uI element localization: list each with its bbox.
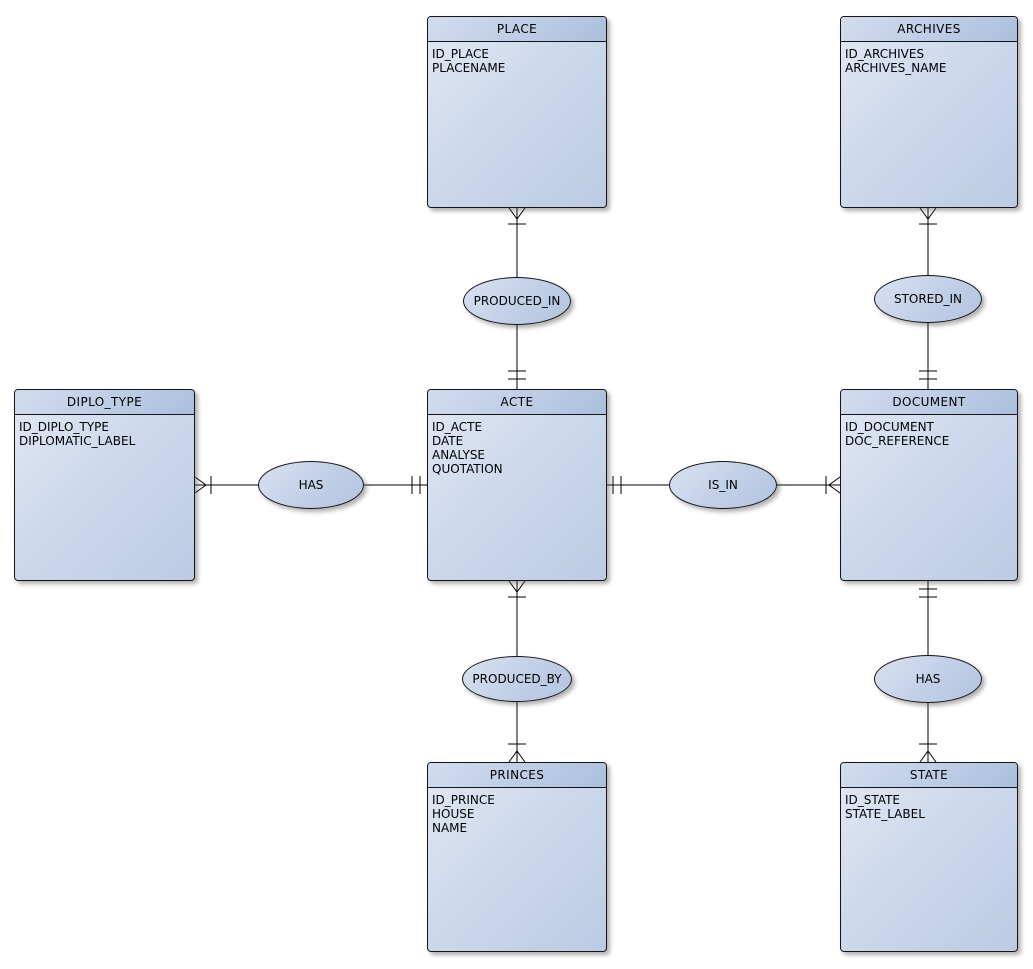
- entity-attributes: ID_ACTE DATE ANALYSE QUOTATION: [428, 415, 606, 476]
- attribute: NAME: [432, 821, 468, 835]
- entity-state[interactable]: STATE ID_STATE STATE_LABEL: [840, 762, 1018, 952]
- attribute: STATE_LABEL: [845, 807, 925, 821]
- relationship-label: HAS: [298, 478, 324, 492]
- connector-produced_in-acte[interactable]: [508, 325, 526, 389]
- attribute: HOUSE: [432, 807, 475, 821]
- crowfoot-marker: [508, 750, 526, 763]
- connector-diplo_type-has[interactable]: [194, 476, 258, 494]
- connector-acte-produced_by[interactable]: [508, 580, 526, 656]
- crowfoot-marker: [919, 207, 937, 220]
- attribute: ANALYSE: [432, 448, 486, 462]
- entity-attributes: ID_PRINCE HOUSE NAME: [428, 788, 606, 835]
- entity-attributes: ID_DIPLO_TYPE DIPLOMATIC_LABEL: [15, 415, 194, 448]
- entity-title: DIPLO_TYPE: [15, 390, 194, 415]
- attribute: PLACENAME: [432, 61, 506, 75]
- attribute: ID_PRINCE: [432, 793, 495, 807]
- relationship-is-in[interactable]: IS_IN: [669, 461, 777, 509]
- connector-document-has[interactable]: [919, 581, 937, 656]
- relationship-produced-by[interactable]: PRODUCED_BY: [462, 656, 572, 702]
- entity-attributes: ID_ARCHIVES ARCHIVES_NAME: [841, 42, 1017, 75]
- connector-has-acte[interactable]: [364, 476, 427, 494]
- connector-stored_in-document[interactable]: [919, 323, 937, 389]
- relationship-label: PRODUCED_BY: [472, 672, 562, 686]
- attribute: DIPLOMATIC_LABEL: [19, 434, 136, 448]
- entity-attributes: ID_PLACE PLACENAME: [428, 42, 606, 75]
- entity-title: DOCUMENT: [841, 390, 1017, 415]
- entity-title: PRINCES: [428, 763, 606, 788]
- relationship-label: PRODUCED_IN: [473, 294, 561, 308]
- entity-attributes: ID_STATE STATE_LABEL: [841, 788, 1017, 821]
- connector-produced_by-princes[interactable]: [508, 702, 526, 763]
- attribute: ID_ACTE: [432, 420, 483, 434]
- relationship-label: STORED_IN: [893, 292, 963, 306]
- entity-document[interactable]: DOCUMENT ID_DOCUMENT DOC_REFERENCE: [840, 389, 1018, 581]
- connector-archives-stored_in[interactable]: [919, 207, 937, 275]
- relationship-stored-in[interactable]: STORED_IN: [874, 275, 982, 323]
- entity-title: ARCHIVES: [841, 17, 1017, 42]
- entity-place[interactable]: PLACE ID_PLACE PLACENAME: [427, 16, 607, 208]
- relationship-has-state[interactable]: HAS: [874, 655, 982, 703]
- entity-princes[interactable]: PRINCES ID_PRINCE HOUSE NAME: [427, 762, 607, 952]
- entity-acte[interactable]: ACTE ID_ACTE DATE ANALYSE QUOTATION: [427, 389, 607, 581]
- relationship-produced-in[interactable]: PRODUCED_IN: [463, 277, 571, 325]
- relationship-has-diplo-type[interactable]: HAS: [258, 461, 364, 509]
- entity-title: ACTE: [428, 390, 606, 415]
- crowfoot-marker: [828, 476, 841, 494]
- attribute: ARCHIVES_NAME: [845, 61, 947, 75]
- attribute: ID_DOCUMENT: [845, 420, 934, 434]
- entity-archives[interactable]: ARCHIVES ID_ARCHIVES ARCHIVES_NAME: [840, 16, 1018, 208]
- attribute: DOC_REFERENCE: [845, 434, 950, 448]
- attribute: ID_STATE: [845, 793, 900, 807]
- relationship-label: HAS: [915, 672, 941, 686]
- entity-attributes: ID_DOCUMENT DOC_REFERENCE: [841, 415, 1017, 448]
- crowfoot-marker: [919, 750, 937, 763]
- attribute: ID_DIPLO_TYPE: [19, 420, 109, 434]
- crowfoot-marker: [508, 207, 526, 220]
- connector-place-produced_in[interactable]: [508, 207, 526, 277]
- entity-title: STATE: [841, 763, 1017, 788]
- attribute: QUOTATION: [432, 462, 503, 476]
- entity-diplo-type[interactable]: DIPLO_TYPE ID_DIPLO_TYPE DIPLOMATIC_LABE…: [14, 389, 195, 581]
- connector-has-state[interactable]: [919, 703, 937, 763]
- relationship-label: IS_IN: [708, 478, 738, 492]
- connector-is_in-document[interactable]: [777, 476, 841, 494]
- entity-title: PLACE: [428, 17, 606, 42]
- crowfoot-marker: [194, 476, 207, 494]
- crowfoot-marker: [508, 580, 526, 593]
- attribute: ID_ARCHIVES: [845, 47, 925, 61]
- connector-acte-is_in[interactable]: [607, 476, 669, 494]
- attribute: ID_PLACE: [432, 47, 489, 61]
- attribute: DATE: [432, 434, 464, 448]
